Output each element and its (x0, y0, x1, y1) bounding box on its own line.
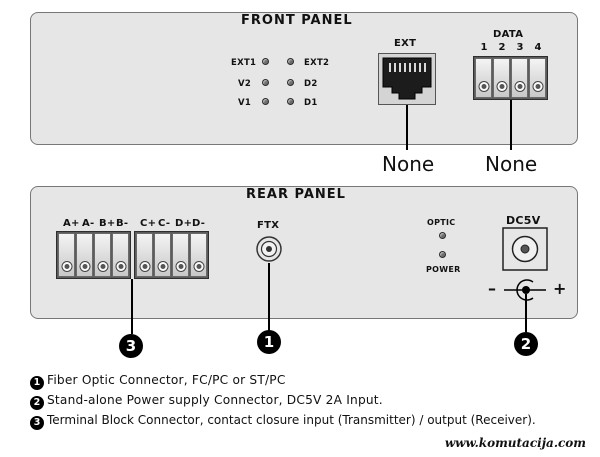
terminal-screw-icon (478, 81, 489, 92)
led-d2 (287, 79, 294, 86)
terminal-screw-icon (175, 261, 186, 272)
led-v2 (262, 79, 269, 86)
terminal-block-cd (134, 231, 209, 279)
terminal-block-ab (56, 231, 131, 279)
led-ext1 (262, 58, 269, 65)
led-v1 (262, 98, 269, 105)
optic-label: OPTIC (427, 218, 456, 227)
terminal-label-d-plus: D+ (175, 218, 193, 229)
legend-text-3: Terminal Block Connector, contact closur… (47, 413, 536, 427)
terminal-label-d-minus: D- (192, 218, 206, 229)
power-label: POWER (426, 265, 461, 274)
data-terminal-label-4: 4 (534, 42, 542, 53)
led-ext2 (287, 58, 294, 65)
terminal-screw-icon (61, 261, 72, 272)
terminal-screw-icon (496, 81, 507, 92)
terminal-label-b-plus: B+ (99, 218, 116, 229)
terminal-screw-icon (193, 261, 204, 272)
legend-text-2: Stand-alone Power supply Connector, DC5V… (47, 393, 383, 407)
led-label-v2: V2 (238, 79, 252, 89)
terminal-label-c-plus: C+ (140, 218, 157, 229)
led-label-v1: V1 (238, 98, 252, 108)
website-url[interactable]: www.komutacija.com (444, 436, 586, 450)
callout-2-badge: 2 (514, 332, 538, 356)
terminal-screw-icon (97, 261, 108, 272)
terminal-screw-icon (139, 261, 150, 272)
terminal-label-a-minus: A- (82, 218, 95, 229)
terminal-screw-icon (157, 261, 168, 272)
polarity-plus: + (553, 279, 567, 298)
front-panel-title: FRONT PANEL (241, 13, 353, 28)
rj45-port-icon (378, 53, 436, 105)
led-d1 (287, 98, 294, 105)
data-callout-text: None (485, 152, 538, 176)
legend-badge-1: 1 (30, 376, 44, 390)
led-label-d2: D2 (304, 79, 318, 89)
polarity-minus: – (488, 279, 496, 298)
data-label: DATA (493, 29, 524, 40)
callout-2-line (525, 294, 527, 332)
led-label-ext2: EXT2 (304, 58, 330, 68)
led-label-d1: D1 (304, 98, 318, 108)
ext-callout-text: None (382, 152, 435, 176)
terminal-screw-icon (115, 261, 126, 272)
ftx-label: FTX (257, 220, 280, 231)
fiber-connector-icon (256, 236, 282, 262)
terminal-screw-icon (532, 81, 543, 92)
terminal-label-b-minus: B- (116, 218, 129, 229)
data-terminal-label-2: 2 (498, 42, 506, 53)
terminal-label-c-minus: C- (158, 218, 171, 229)
rear-panel-title: REAR PANEL (246, 187, 346, 202)
led-label-ext1: EXT1 (231, 58, 257, 68)
callout-3-line (131, 279, 133, 334)
data-callout-line (510, 100, 512, 150)
data-terminal-label-3: 3 (516, 42, 524, 53)
callout-3-badge: 3 (119, 334, 143, 358)
polarity-symbol-icon (504, 279, 546, 301)
terminal-label-a-plus: A+ (63, 218, 80, 229)
terminal-screw-icon (79, 261, 90, 272)
led-optic (439, 232, 446, 239)
ext-callout-line (406, 105, 408, 150)
data-terminal-block (473, 56, 548, 100)
callout-1-badge: 1 (257, 330, 281, 354)
ext-label: EXT (394, 38, 417, 49)
led-power (439, 251, 446, 258)
legend-badge-2: 2 (30, 396, 44, 410)
dc-label: DC5V (506, 214, 541, 227)
data-terminal-label-1: 1 (480, 42, 488, 53)
callout-1-line (268, 263, 270, 331)
terminal-screw-icon (514, 81, 525, 92)
legend-text-1: Fiber Optic Connector, FC/PC or ST/PC (47, 373, 286, 387)
dc-jack-icon (502, 227, 548, 271)
legend-badge-3: 3 (30, 416, 44, 430)
